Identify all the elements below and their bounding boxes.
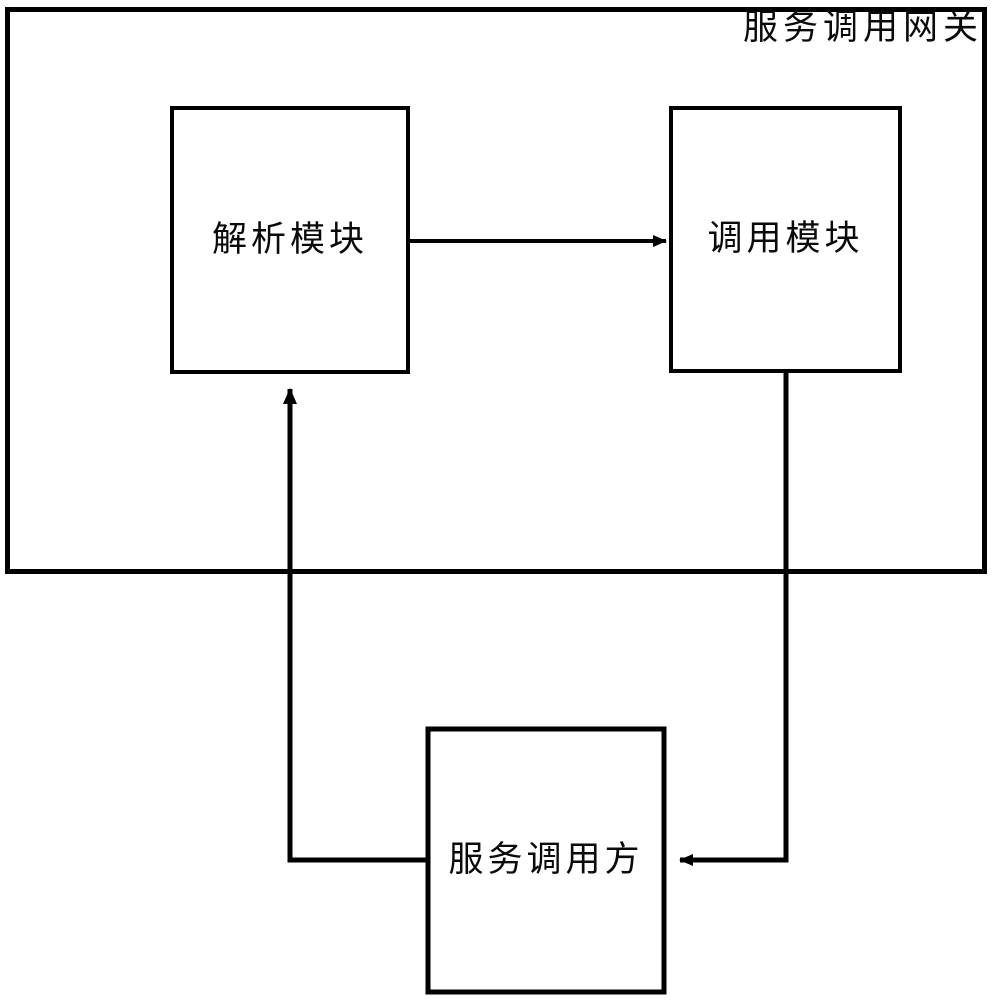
gateway-container-title: 服务调用网关 [742,8,983,48]
invoke-module-label: 调用模块 [707,219,864,259]
invoke-module-box [669,106,902,373]
service-caller-box [425,726,667,995]
gateway-container-box [5,7,987,574]
edge-caller-to-parse [283,388,427,863]
service-caller-label: 服务调用方 [448,840,644,880]
parse-module-box [170,106,410,374]
edge-invoke-to-caller [679,372,789,866]
parse-module-label: 解析模块 [211,219,368,260]
